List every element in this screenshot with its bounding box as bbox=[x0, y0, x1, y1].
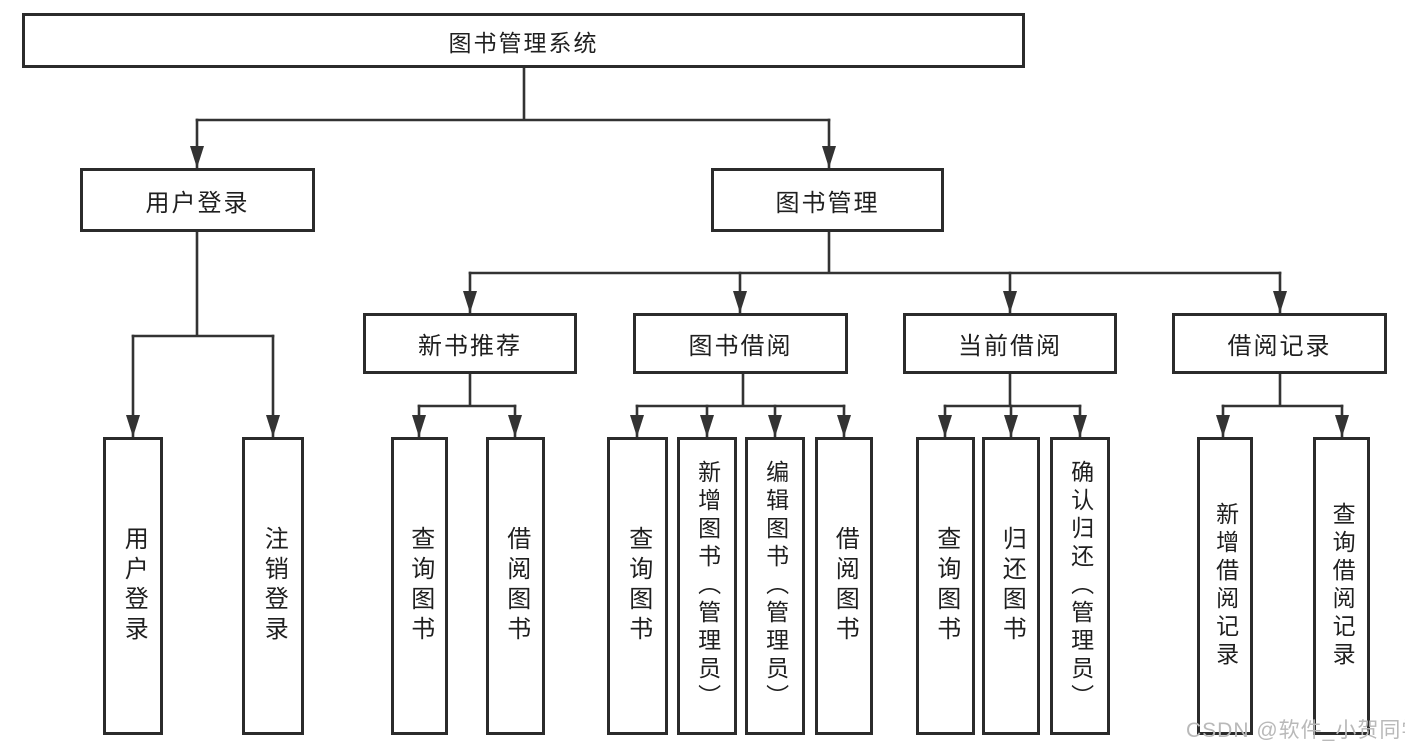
leaf-label: 编辑图书（管理员） bbox=[762, 460, 789, 712]
connector-borrow-split bbox=[635, 372, 846, 408]
node-book-management: 图书管理 bbox=[711, 168, 944, 232]
leaf-query-books-borrow: 查询图书 bbox=[607, 437, 668, 735]
node-label: 图书管理系统 bbox=[448, 29, 599, 56]
leaf-query-books-current: 查询图书 bbox=[916, 437, 975, 735]
leaf-query-books-recommend: 查询图书 bbox=[391, 437, 448, 735]
node-label: 当前借阅 bbox=[958, 333, 1062, 360]
connector-current-split bbox=[943, 372, 1082, 408]
leaf-label: 归还图书 bbox=[998, 526, 1026, 646]
leaf-label: 查询借阅记录 bbox=[1329, 502, 1356, 670]
leaf-label: 用户登录 bbox=[120, 526, 148, 646]
node-label: 用户登录 bbox=[145, 189, 250, 217]
leaf-user-login: 用户登录 bbox=[103, 437, 163, 735]
connector-records-split bbox=[1221, 372, 1344, 408]
connector-book-management-split bbox=[468, 230, 1282, 275]
leaf-label: 确认归还（管理员） bbox=[1067, 460, 1094, 712]
leaf-confirm-return-admin: 确认归还（管理员） bbox=[1050, 437, 1110, 735]
node-label: 新书推荐 bbox=[418, 333, 522, 360]
node-label: 借阅记录 bbox=[1227, 333, 1332, 360]
node-borrow-records: 借阅记录 bbox=[1172, 313, 1387, 374]
connector-recommend-split bbox=[417, 372, 517, 408]
leaf-return-book: 归还图书 bbox=[982, 437, 1040, 735]
leaf-label: 注销登录 bbox=[260, 526, 288, 646]
leaf-add-book-admin: 新增图书（管理员） bbox=[677, 437, 737, 735]
leaf-label: 新增图书（管理员） bbox=[694, 460, 721, 712]
leaf-label: 查询图书 bbox=[932, 526, 960, 646]
leaf-label: 借阅图书 bbox=[831, 526, 859, 646]
leaf-edit-book-admin: 编辑图书（管理员） bbox=[745, 437, 805, 735]
connector-root-split bbox=[195, 66, 831, 122]
leaf-borrow-books-recommend: 借阅图书 bbox=[486, 437, 545, 735]
leaf-label: 查询图书 bbox=[406, 526, 434, 646]
leaf-query-borrow-record: 查询借阅记录 bbox=[1313, 437, 1370, 735]
leaf-label: 新增借阅记录 bbox=[1212, 502, 1239, 670]
node-current-borrow: 当前借阅 bbox=[903, 313, 1117, 374]
leaf-label: 查询图书 bbox=[624, 526, 652, 646]
connector-user-login-split bbox=[131, 230, 275, 338]
leaf-borrow-books: 借阅图书 bbox=[815, 437, 873, 735]
leaf-add-borrow-record: 新增借阅记录 bbox=[1197, 437, 1253, 735]
leaf-label: 借阅图书 bbox=[502, 526, 530, 646]
node-root: 图书管理系统 bbox=[22, 13, 1025, 68]
node-book-borrow: 图书借阅 bbox=[633, 313, 848, 374]
node-label: 图书管理 bbox=[775, 189, 880, 217]
leaf-logout: 注销登录 bbox=[242, 437, 304, 735]
node-label: 图书借阅 bbox=[688, 333, 793, 360]
watermark-text: CSDN @软件_小贺同学 bbox=[1186, 719, 1405, 742]
node-user-login: 用户登录 bbox=[80, 168, 315, 232]
node-new-book-recommend: 新书推荐 bbox=[363, 313, 577, 374]
